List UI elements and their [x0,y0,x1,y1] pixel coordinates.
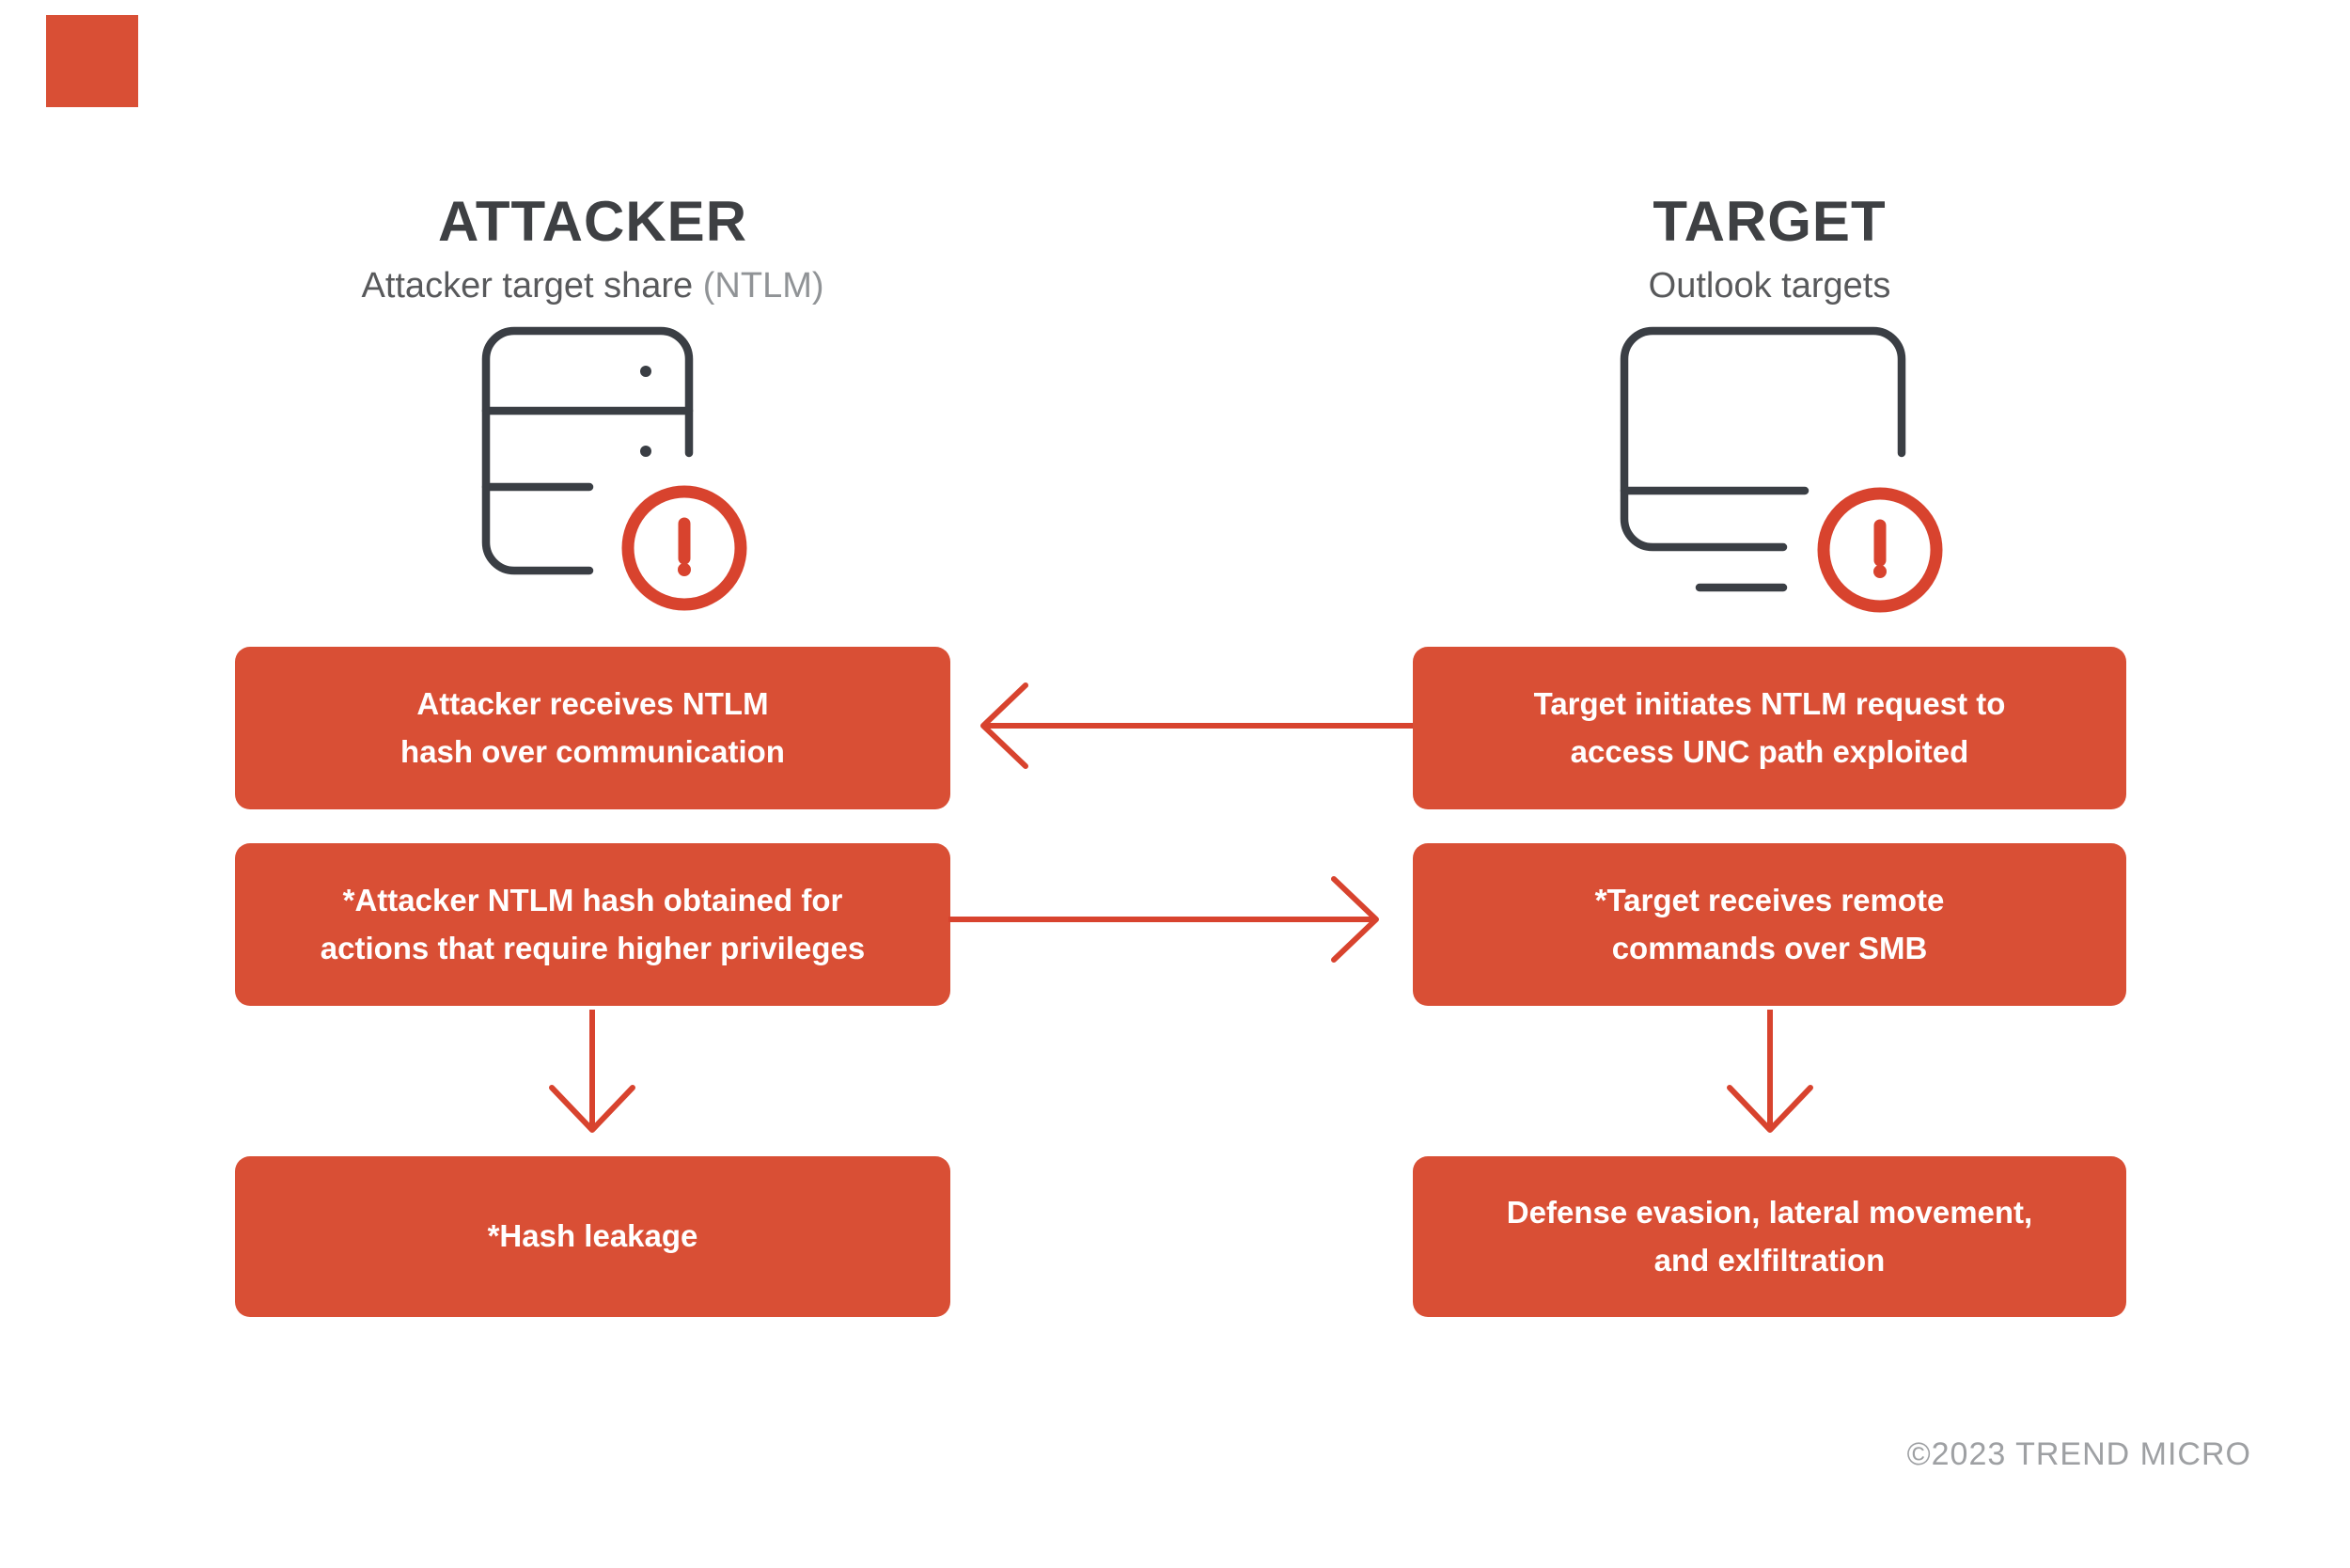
brand-accent-square [46,15,138,107]
arrow-attacker-down [549,1010,635,1133]
box-line: *Hash leakage [487,1218,698,1254]
box-line: actions that require higher privileges [320,930,866,965]
monitor-alert-icon [1615,323,1953,634]
box-line: *Attacker NTLM hash obtained for [342,883,843,918]
attacker-box-2: *Attacker NTLM hash obtained for actions… [235,843,950,1006]
arrow-attacker-to-target [948,876,1379,963]
copyright-text: ©2023 TREND MICRO [1906,1436,2251,1472]
box-line: hash over communication [400,733,785,769]
target-subtitle: Outlook targets [1648,266,1891,306]
arrow-target-down [1727,1010,1813,1133]
attacker-title: ATTACKER [437,190,748,253]
box-line: commands over SMB [1611,930,1928,965]
arrow-target-to-attacker [980,682,1413,769]
target-box-1: Target initiates NTLM request to access … [1413,647,2126,809]
box-line: *Target receives remote [1594,883,1945,918]
attacker-subtitle: Attacker target share (NTLM) [235,265,950,312]
box-line: access UNC path exploited [1570,733,1969,769]
attacker-subtitle-note: (NTLM) [702,266,824,306]
attacker-box-1: Attacker receives NTLM hash over communi… [235,647,950,809]
box-line: Target initiates NTLM request to [1533,686,2006,722]
attacker-box-3: *Hash leakage [235,1156,950,1317]
target-title: TARGET [1653,190,1887,253]
box-line: and exlfiltration [1653,1242,1886,1278]
attacker-subtitle-text: Attacker target share [361,266,694,306]
server-alert-icon [470,320,761,625]
box-line: Attacker receives NTLM [416,686,769,722]
target-box-2: *Target receives remote commands over SM… [1413,843,2126,1006]
box-line: Defense evasion, lateral movement, [1506,1195,2033,1231]
target-box-3: Defense evasion, lateral movement, and e… [1413,1156,2126,1317]
